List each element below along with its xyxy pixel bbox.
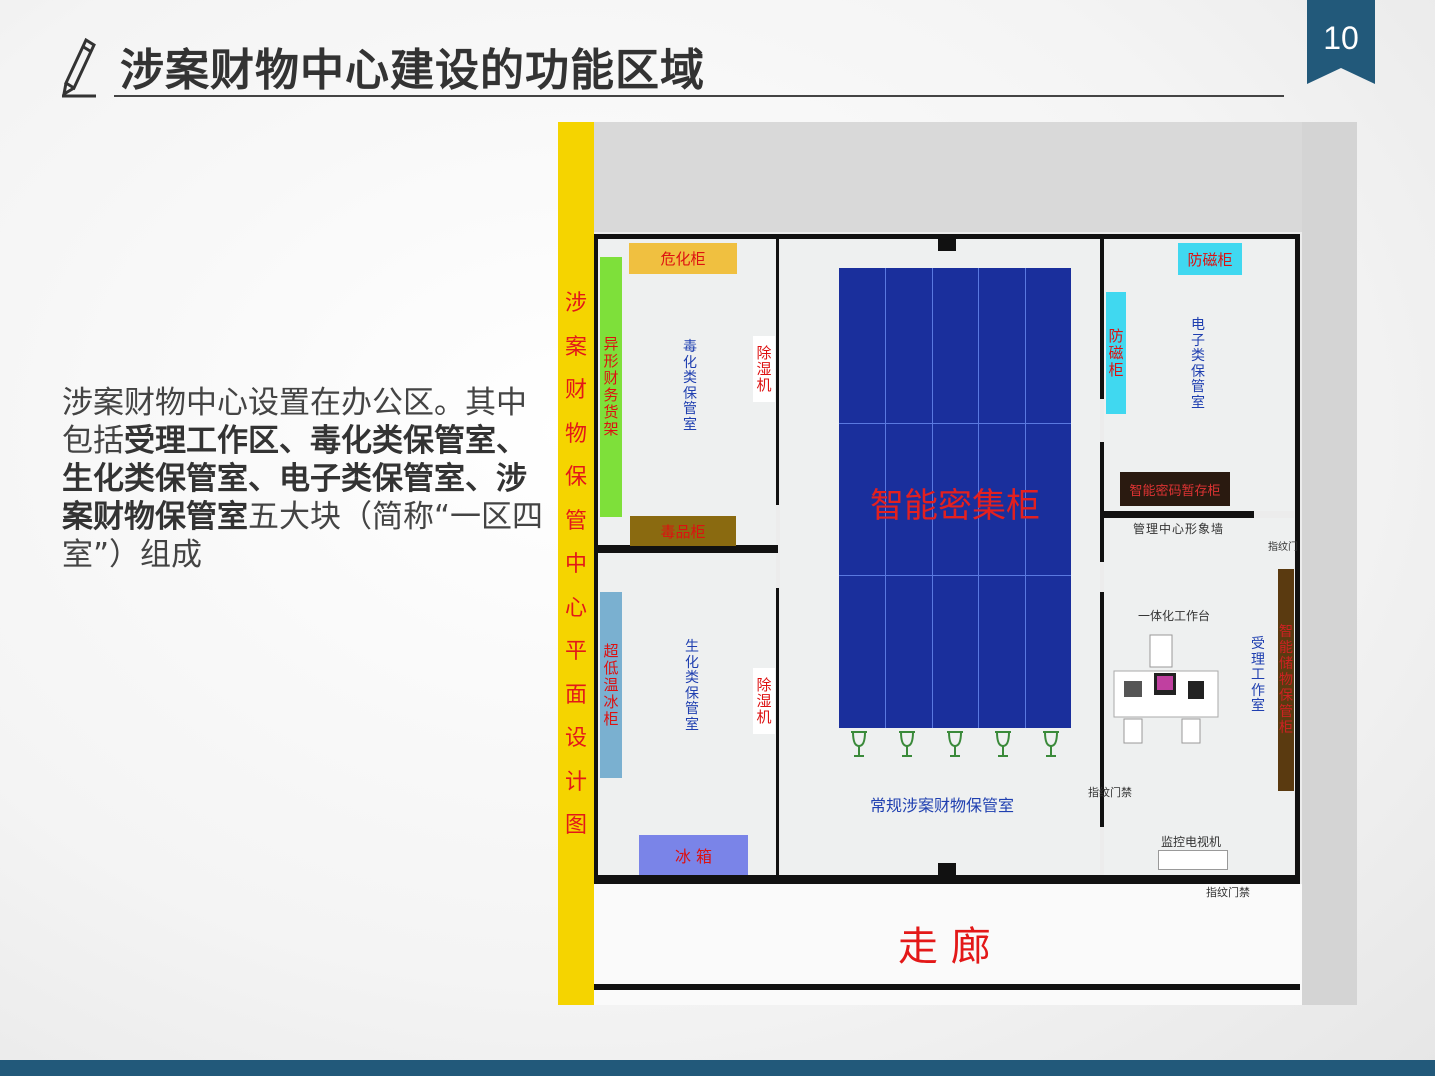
poison-cabinet: 毒品柜 [630, 516, 736, 546]
wall-right [1295, 234, 1300, 884]
hazard-cabinet: 危化柜 [629, 243, 737, 274]
plan-vertical-title: 涉案财物保管中心平面设计图 [564, 291, 587, 838]
image-wall-label: 管理中心形象墙 [1133, 522, 1225, 536]
wall-inner-2 [776, 588, 779, 875]
corridor-outer-wall [594, 984, 1300, 990]
room-toxic [598, 239, 776, 545]
chair-icons [851, 731, 1059, 757]
page-badge [1307, 0, 1375, 84]
label-regular-room: 常规涉案财物保管室 [870, 796, 1015, 815]
description-intro: 涉案财物中心设置在办公区。其中包括 [62, 385, 527, 459]
description-outro: 五大块（简称“一区四室”）组成 [62, 499, 544, 573]
cabinet-label: 智能密集柜 [870, 486, 1040, 526]
smart-storage-locker: 智能储物保管柜 [1278, 569, 1294, 791]
monitor-tv [1158, 850, 1228, 870]
floor-plan: 涉案财物保管中心平面设计图 危化柜 异形财务货架 毒品柜 除湿机 毒化类保管室 … [558, 122, 1357, 1005]
cabinet-divider [1025, 268, 1026, 728]
antimagnetic-cabinet-side: 防磁柜 [1106, 292, 1126, 414]
pin-code-locker: 智能密码暂存柜 [1120, 472, 1230, 506]
pillar-top [938, 239, 956, 251]
description-highlight: 受理工作区、毒化类保管室、生化类保管室、电子类保管室、涉案财物保管室 [62, 423, 527, 535]
workstation-icon [1113, 634, 1219, 744]
wall-bottom [594, 875, 1300, 884]
cabinet-divider [978, 268, 979, 728]
footer-bar [0, 1060, 1435, 1076]
fingerprint-door-label-3: 指纹门禁 [1206, 886, 1250, 899]
monitor-tv-label: 监控电视机 [1161, 835, 1222, 849]
description-text: 涉案财物中心设置在办公区。其中包括受理工作区、毒化类保管室、生化类保管室、电子类… [62, 384, 548, 574]
room-biochem [598, 553, 776, 875]
fingerprint-door-label-2: 指纹门禁 [1088, 786, 1132, 799]
ultra-low-freezer: 超低温冰柜 [600, 592, 622, 778]
plan-right-margin [1302, 122, 1357, 1005]
title-divider [114, 95, 1284, 97]
pencil-icon [61, 37, 96, 98]
label-biochem-room: 生化类保管室 [685, 639, 699, 733]
wall-inner-3 [1100, 239, 1104, 399]
dehumidifier-2: 除湿机 [753, 668, 775, 734]
cabinet-divider [839, 575, 1071, 576]
fridge: 冰 箱 [639, 835, 748, 875]
workstation-label: 一体化工作台 [1138, 609, 1211, 623]
corridor-label: 走 廊 [898, 924, 991, 970]
page-number: 10 [1323, 20, 1359, 56]
wall-divider-left [598, 545, 778, 553]
wall-top [594, 234, 1300, 239]
pillar-bottom [938, 863, 956, 875]
label-toxic-room: 毒化类保管室 [683, 339, 697, 433]
smart-dense-cabinet: 智能密集柜 [839, 268, 1071, 728]
wall-left [594, 234, 598, 884]
plan-top-area [594, 122, 1357, 232]
wall-inner-5 [1100, 592, 1104, 827]
room-electronic [1104, 239, 1294, 511]
plan-title-bar [558, 122, 594, 1005]
wall-divider-right [1104, 511, 1254, 518]
antimagnetic-cabinet-top: 防磁柜 [1178, 243, 1242, 275]
cabinet-divider [932, 268, 933, 728]
label-intake-room: 受理工作室 [1251, 636, 1265, 714]
wall-inner-1 [776, 239, 779, 505]
fingerprint-door-label-1: 指纹门 [1268, 542, 1298, 553]
label-electronic-room: 电子类保管室 [1191, 317, 1205, 411]
dehumidifier-1: 除湿机 [753, 336, 775, 402]
page-title: 涉案财物中心建设的功能区域 [120, 45, 705, 96]
cabinet-divider [839, 423, 1071, 424]
irregular-rack: 异形财务货架 [600, 257, 622, 517]
wall-inner-4 [1100, 442, 1104, 562]
cabinet-divider [885, 268, 886, 728]
